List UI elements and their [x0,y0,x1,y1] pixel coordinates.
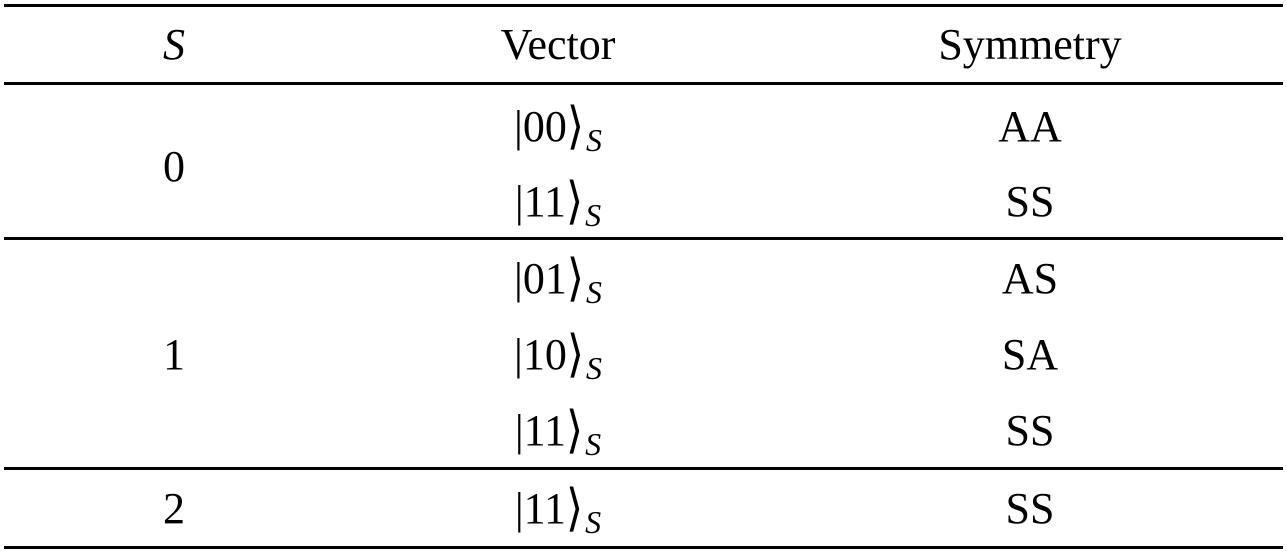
group-divider-1 [4,237,1283,240]
symmetry-value: SS [1005,406,1055,455]
ket-vector: |11⟩S [514,173,602,233]
header-rule [4,82,1283,85]
bottom-rule [4,546,1283,549]
top-rule [4,4,1283,7]
symmetry-value: AA [998,102,1062,151]
ket-vector: |00⟩S [514,98,602,158]
ket-vector: |11⟩S [514,402,602,462]
symmetry-value: SS [1005,177,1055,226]
symmetry-value: SA [1001,330,1059,379]
header-symmetry: Symmetry [938,20,1122,69]
ket-vector: |10⟩S [514,326,602,386]
ket-vector: |01⟩S [514,250,602,310]
s-value-1: 1 [163,330,185,379]
header-s: S [163,20,185,69]
group-divider-2 [4,467,1283,470]
symmetry-value: AS [1001,254,1059,303]
s-value-0: 0 [163,142,185,191]
ket-vector: |11⟩S [514,480,602,540]
header-vector: Vector [500,20,616,69]
s-value-2: 2 [163,484,185,533]
symmetry-value: SS [1005,484,1055,533]
